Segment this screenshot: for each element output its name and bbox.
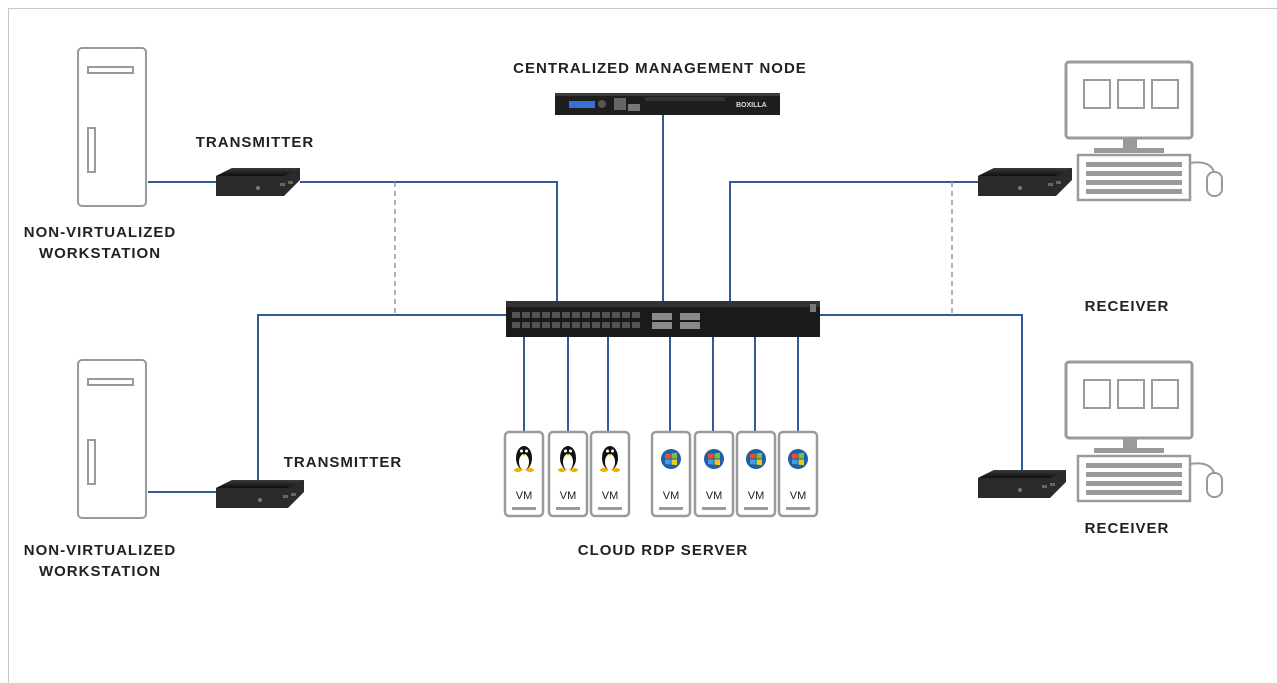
windows-icon	[746, 449, 766, 469]
linux-icon	[514, 446, 534, 472]
connection-lines	[148, 115, 1023, 493]
workstation-top-label: NON-VIRTUALIZED WORKSTATION	[23, 224, 177, 262]
vm-card-7: VM	[777, 430, 819, 518]
workstation-tower-bottom	[77, 359, 147, 519]
receiver-bottom-device	[978, 470, 1066, 498]
diagram-frame	[8, 8, 1277, 683]
management-node-label: CENTRALIZED MANAGEMENT NODE	[513, 60, 807, 77]
windows-icon	[661, 449, 681, 469]
windows-icon	[788, 449, 808, 469]
dashed-links	[394, 182, 953, 315]
link-switch-receiver-bottom	[818, 314, 1023, 470]
transmitter-top-device	[216, 168, 300, 196]
vm-card-2: VM	[547, 430, 589, 518]
vm-card-3: VM	[589, 430, 631, 518]
transmitter-bottom-device	[216, 480, 304, 508]
vm-label: VM	[748, 490, 765, 502]
keyboard-bottom	[1076, 454, 1223, 503]
network-switch-device	[506, 301, 820, 337]
workstation-bottom-label: NON-VIRTUALIZED WORKSTATION	[23, 542, 177, 580]
vm-card-1: VM	[503, 430, 545, 518]
receiver-top-device	[978, 168, 1072, 196]
vm-label: VM	[663, 490, 680, 502]
linux-icon	[558, 446, 578, 472]
linux-icon	[600, 446, 620, 472]
transmitter-top-label: TRANSMITTER	[195, 134, 315, 151]
vm-label: VM	[790, 490, 807, 502]
monitor-top	[1064, 60, 1194, 153]
vm-label: VM	[602, 490, 619, 502]
link-transmitter-bottom-switch	[257, 314, 508, 484]
receiver-top-label: RECEIVER	[1084, 298, 1170, 315]
vm-card-4: VM	[650, 430, 692, 518]
monitor-bottom	[1064, 360, 1194, 453]
cloud-server-label: CLOUD RDP SERVER	[577, 542, 749, 559]
vm-label: VM	[706, 490, 723, 502]
transmitter-bottom-label: TRANSMITTER	[283, 454, 403, 471]
workstation-tower-top	[77, 47, 147, 207]
vm-card-6: VM	[735, 430, 777, 518]
keyboard-top	[1076, 153, 1223, 202]
management-node-device: BOXILLA	[555, 93, 780, 115]
windows-icon	[704, 449, 724, 469]
vm-label: VM	[516, 490, 533, 502]
vm-card-5: VM	[693, 430, 735, 518]
node-brand-text: BOXILLA	[736, 102, 767, 109]
vm-label: VM	[560, 490, 577, 502]
receiver-bottom-label: RECEIVER	[1084, 520, 1170, 537]
link-switch-receiver-top	[729, 181, 980, 304]
link-transmitter-top-switch	[300, 181, 558, 304]
